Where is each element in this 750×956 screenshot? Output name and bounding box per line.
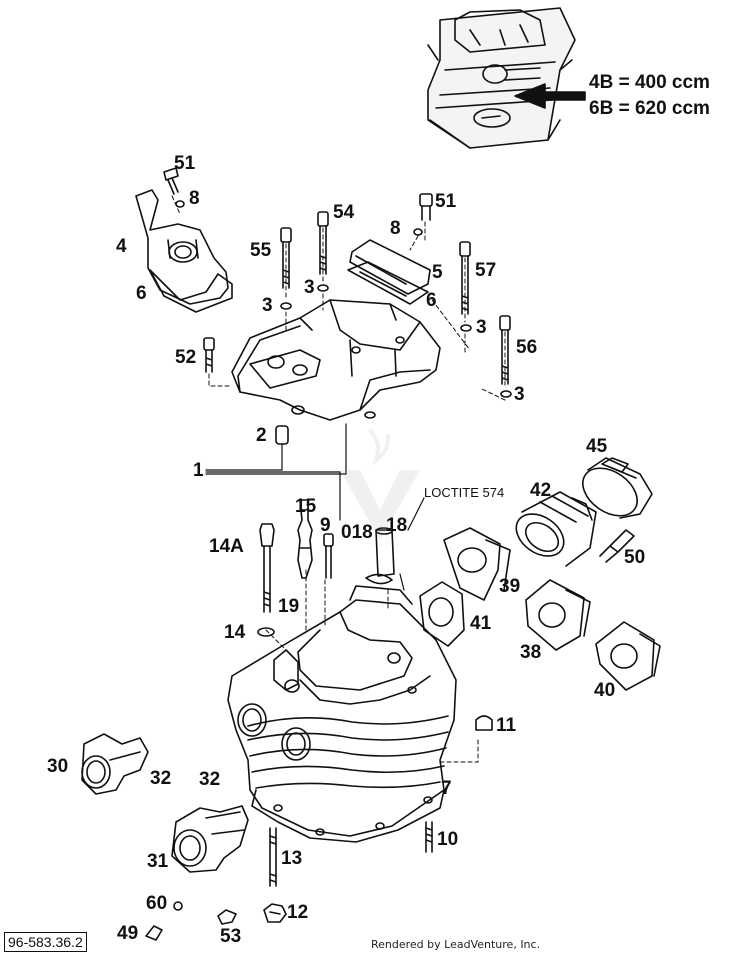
part-label-40: 40 bbox=[594, 680, 616, 701]
part-label-10: 10 bbox=[437, 829, 459, 850]
washer-60 bbox=[173, 901, 183, 911]
engine-thumbnail bbox=[427, 7, 576, 149]
gasket-part-6-right bbox=[347, 261, 429, 305]
sensor-15 bbox=[297, 499, 313, 579]
exhaust-flange-31 bbox=[171, 805, 249, 873]
part-label-6: 6 bbox=[136, 283, 147, 304]
nut-12 bbox=[263, 903, 287, 923]
leader-1 bbox=[205, 423, 347, 521]
bolt-14A bbox=[259, 523, 275, 613]
washer-3c bbox=[460, 324, 472, 332]
part-label-8: 8 bbox=[189, 188, 200, 209]
washer-8-right bbox=[413, 228, 423, 236]
engine-variant-400: 4B = 400 ccm bbox=[589, 72, 710, 93]
bolt-55 bbox=[280, 227, 292, 289]
washer-3a bbox=[280, 302, 292, 310]
gasket-part-6-left bbox=[149, 269, 233, 313]
part-label-6-right: 6 bbox=[426, 290, 437, 311]
watermark-logo bbox=[340, 428, 420, 540]
part-label-15: 15 bbox=[295, 496, 317, 517]
part-label-18: 18 bbox=[386, 515, 408, 536]
part-label-5: 5 bbox=[432, 262, 443, 283]
part-label-12: 12 bbox=[287, 902, 309, 923]
part-label-018: 018 bbox=[341, 522, 373, 543]
part-label-45: 45 bbox=[586, 436, 608, 457]
part-label-51-right: 51 bbox=[435, 191, 457, 212]
part-label-1: 1 bbox=[193, 460, 204, 481]
part-label-9: 9 bbox=[320, 515, 331, 536]
part-label-53: 53 bbox=[220, 926, 242, 947]
part-label-51: 51 bbox=[174, 153, 196, 174]
flange-38 bbox=[525, 579, 591, 651]
part-label-32: 32 bbox=[150, 768, 172, 789]
flange-39 bbox=[443, 527, 511, 601]
screw-49 bbox=[145, 925, 163, 941]
part-label-3-b: 3 bbox=[304, 277, 315, 298]
screw-51-right bbox=[419, 193, 433, 221]
part-label-13: 13 bbox=[281, 848, 303, 869]
part-label-41: 41 bbox=[470, 613, 492, 634]
acorn-nut-11 bbox=[475, 715, 493, 731]
washer-3d bbox=[500, 390, 512, 398]
part-label-38: 38 bbox=[520, 642, 542, 663]
document-number: 96-583.36.2 bbox=[4, 932, 87, 952]
gasket-41 bbox=[419, 581, 465, 647]
part-label-2: 2 bbox=[256, 425, 267, 446]
part-label-31: 31 bbox=[147, 851, 169, 872]
part-label-60: 60 bbox=[146, 893, 168, 914]
part-label-57: 57 bbox=[475, 260, 497, 281]
alignment-lines bbox=[171, 195, 506, 763]
intake-manifold-42 bbox=[515, 491, 597, 567]
stud-10 bbox=[425, 821, 433, 853]
part-label-42: 42 bbox=[530, 480, 552, 501]
flange-40 bbox=[595, 621, 661, 691]
clip-53 bbox=[217, 909, 237, 925]
part-label-3: 3 bbox=[262, 295, 273, 316]
stud-9 bbox=[323, 533, 334, 579]
part-label-14: 14 bbox=[224, 622, 246, 643]
exhaust-flange-30 bbox=[81, 733, 149, 795]
part-label-55: 55 bbox=[250, 240, 272, 261]
part-label-39: 39 bbox=[499, 576, 521, 597]
screw-51-left bbox=[163, 167, 179, 195]
part-label-3-d: 3 bbox=[514, 384, 525, 405]
valve-cover bbox=[231, 299, 441, 421]
cylinder-head bbox=[227, 585, 457, 843]
part-label-54: 54 bbox=[333, 202, 355, 223]
stud-13 bbox=[269, 827, 277, 887]
loctite-leader bbox=[407, 497, 425, 531]
part-label-8-right: 8 bbox=[390, 218, 401, 239]
part-label-30: 30 bbox=[47, 756, 69, 777]
part-label-56: 56 bbox=[516, 337, 538, 358]
washer-8-left bbox=[175, 200, 185, 208]
clamp-45 bbox=[582, 457, 653, 519]
part-label-14A: 14A bbox=[209, 536, 244, 557]
part-label-32-b: 32 bbox=[199, 769, 221, 790]
part-label-19: 19 bbox=[278, 596, 300, 617]
render-credit: Rendered by LeadVenture, Inc. bbox=[371, 938, 541, 951]
engine-variant-620: 6B = 620 ccm bbox=[589, 98, 710, 119]
o-ring-018 bbox=[365, 573, 393, 585]
part-label-49: 49 bbox=[117, 923, 139, 944]
loctite-note: LOCTITE 574 bbox=[424, 485, 505, 500]
cover-part-5 bbox=[349, 239, 431, 295]
part-label-7: 7 bbox=[441, 778, 452, 799]
screw-50 bbox=[599, 529, 635, 563]
loctite-pointer bbox=[399, 573, 405, 591]
dowel-pin-2 bbox=[275, 425, 289, 445]
water-outlet-housing-part-4 bbox=[135, 189, 229, 305]
part-label-3-c: 3 bbox=[476, 317, 487, 338]
part-label-11: 11 bbox=[496, 715, 517, 736]
washer-14 bbox=[257, 627, 275, 637]
callout-arrow bbox=[514, 83, 586, 109]
part-label-50: 50 bbox=[624, 547, 646, 568]
washer-3b bbox=[317, 284, 329, 292]
bolt-52 bbox=[203, 337, 215, 373]
sleeve-18 bbox=[375, 527, 395, 577]
part-label-4: 4 bbox=[116, 236, 127, 257]
part-label-52: 52 bbox=[175, 347, 197, 368]
